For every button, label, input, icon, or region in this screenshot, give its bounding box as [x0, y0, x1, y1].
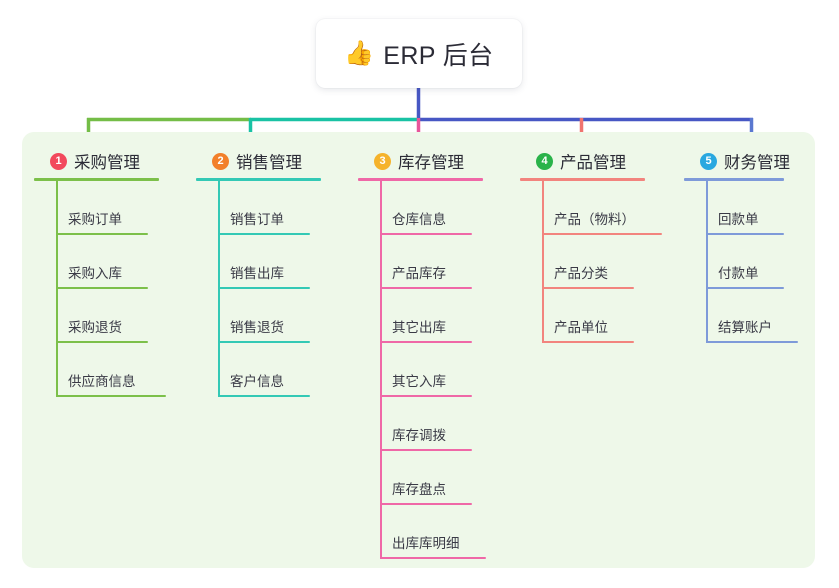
branch-title-4: 产品管理 — [560, 154, 626, 172]
branch-item[interactable]: 销售退货 — [218, 289, 310, 343]
branch-column-3: 3 库存管理仓库信息产品库存其它出库其它入库库存调拨库存盘点出库库明细 — [358, 148, 513, 559]
branch-item-rule — [542, 341, 634, 343]
branch-item-rule — [56, 395, 166, 397]
branch-column-5: 5 财务管理回款单付款单结算账户 — [684, 148, 814, 343]
branch-item[interactable]: 采购入库 — [56, 235, 148, 289]
branch-item[interactable]: 结算账户 — [706, 289, 798, 343]
branch-item-label: 库存调拨 — [392, 428, 446, 443]
branch-rule-1 — [34, 178, 159, 181]
branch-item[interactable]: 供应商信息 — [56, 343, 166, 397]
branch-item[interactable]: 库存盘点 — [380, 451, 472, 505]
branch-item-rule — [380, 287, 472, 289]
branch-title-5: 财务管理 — [724, 154, 790, 172]
branch-item-label: 产品库存 — [392, 266, 446, 281]
branch-item-label: 销售出库 — [230, 266, 284, 281]
thumbs-up-icon: 👍 — [344, 39, 375, 67]
branch-item-rule — [380, 395, 472, 397]
branch-item-label: 结算账户 — [718, 320, 772, 335]
branch-title-1: 采购管理 — [74, 154, 140, 172]
branch-item-rule — [542, 233, 662, 235]
branch-item-rule — [56, 233, 148, 235]
branch-title-2: 销售管理 — [236, 154, 302, 172]
branch-item-label: 仓库信息 — [392, 212, 446, 227]
branch-item-rule — [56, 341, 148, 343]
branch-item[interactable]: 采购订单 — [56, 181, 148, 235]
branch-item-label: 销售退货 — [230, 320, 284, 335]
branch-item-label: 回款单 — [718, 212, 759, 227]
branch-rule-4 — [520, 178, 645, 181]
branch-header-5[interactable]: 5 财务管理 — [684, 148, 814, 174]
branch-item[interactable]: 付款单 — [706, 235, 784, 289]
branch-rule-5 — [684, 178, 784, 181]
branch-item-rule — [380, 233, 472, 235]
branch-rule-2 — [196, 178, 321, 181]
branch-item-rule — [218, 233, 310, 235]
branch-item[interactable]: 回款单 — [706, 181, 784, 235]
branch-item-label: 客户信息 — [230, 374, 284, 389]
branch-badge-2: 2 — [212, 152, 229, 170]
branch-item-label: 产品（物料） — [554, 212, 635, 227]
branch-item-rule — [542, 287, 634, 289]
root-node[interactable]: 👍 ERP 后台 — [316, 19, 522, 88]
branch-title-3: 库存管理 — [398, 154, 464, 172]
branch-item[interactable]: 产品库存 — [380, 235, 472, 289]
branch-item[interactable]: 产品单位 — [542, 289, 634, 343]
branch-item-label: 采购订单 — [68, 212, 122, 227]
branch-item-rule — [380, 503, 472, 505]
branch-badge-1: 1 — [50, 152, 67, 170]
branch-column-1: 1 采购管理采购订单采购入库采购退货供应商信息 — [34, 148, 189, 397]
branch-item[interactable]: 其它入库 — [380, 343, 472, 397]
root-title: ERP 后台 — [383, 41, 494, 70]
branch-header-2[interactable]: 2 销售管理 — [196, 148, 351, 174]
branch-item-rule — [218, 287, 310, 289]
branch-column-2: 2 销售管理销售订单销售出库销售退货客户信息 — [196, 148, 351, 397]
branch-item[interactable]: 其它出库 — [380, 289, 472, 343]
branch-item-rule — [380, 341, 472, 343]
branch-item[interactable]: 库存调拨 — [380, 397, 472, 451]
branch-item-label: 供应商信息 — [68, 374, 136, 389]
branch-item[interactable]: 仓库信息 — [380, 181, 472, 235]
branch-spine-2 — [218, 181, 220, 397]
branch-header-1[interactable]: 1 采购管理 — [34, 148, 189, 174]
branch-badge-4: 4 — [536, 152, 553, 170]
branch-item[interactable]: 出库库明细 — [380, 505, 486, 559]
branch-header-3[interactable]: 3 库存管理 — [358, 148, 513, 174]
branch-item-label: 出库库明细 — [392, 536, 460, 551]
branch-item[interactable]: 产品（物料） — [542, 181, 662, 235]
branch-item-label: 其它出库 — [392, 320, 446, 335]
branch-badge-3: 3 — [374, 152, 391, 170]
branch-item-rule — [380, 449, 472, 451]
branch-item-rule — [56, 287, 148, 289]
branch-column-4: 4 产品管理产品（物料） 产品分类产品单位 — [520, 148, 675, 343]
branch-item-label: 采购退货 — [68, 320, 122, 335]
branch-item-label: 库存盘点 — [392, 482, 446, 497]
branch-item[interactable]: 采购退货 — [56, 289, 148, 343]
branch-spine-3 — [380, 181, 382, 559]
branch-spine-5 — [706, 181, 708, 343]
branch-badge-5: 5 — [700, 152, 717, 170]
branch-item[interactable]: 销售出库 — [218, 235, 310, 289]
branch-item-rule — [218, 341, 310, 343]
branch-item-label: 其它入库 — [392, 374, 446, 389]
branch-item-rule — [706, 233, 784, 235]
branch-item-label: 产品分类 — [554, 266, 608, 281]
branch-rule-3 — [358, 178, 483, 181]
branch-spine-4 — [542, 181, 544, 343]
branch-item-label: 产品单位 — [554, 320, 608, 335]
branch-item[interactable]: 产品分类 — [542, 235, 634, 289]
branches-panel: 1 采购管理采购订单采购入库采购退货供应商信息 2 销售管理销售订单销售出库销售退货客… — [22, 132, 815, 568]
branch-item-label: 付款单 — [718, 266, 759, 281]
branch-spine-1 — [56, 181, 58, 397]
branch-item[interactable]: 客户信息 — [218, 343, 310, 397]
branch-item-rule — [380, 557, 486, 559]
branch-item[interactable]: 销售订单 — [218, 181, 310, 235]
branch-item-rule — [218, 395, 310, 397]
branch-item-rule — [706, 287, 784, 289]
branch-header-4[interactable]: 4 产品管理 — [520, 148, 675, 174]
branch-item-label: 销售订单 — [230, 212, 284, 227]
branch-item-rule — [706, 341, 798, 343]
branch-item-label: 采购入库 — [68, 266, 122, 281]
